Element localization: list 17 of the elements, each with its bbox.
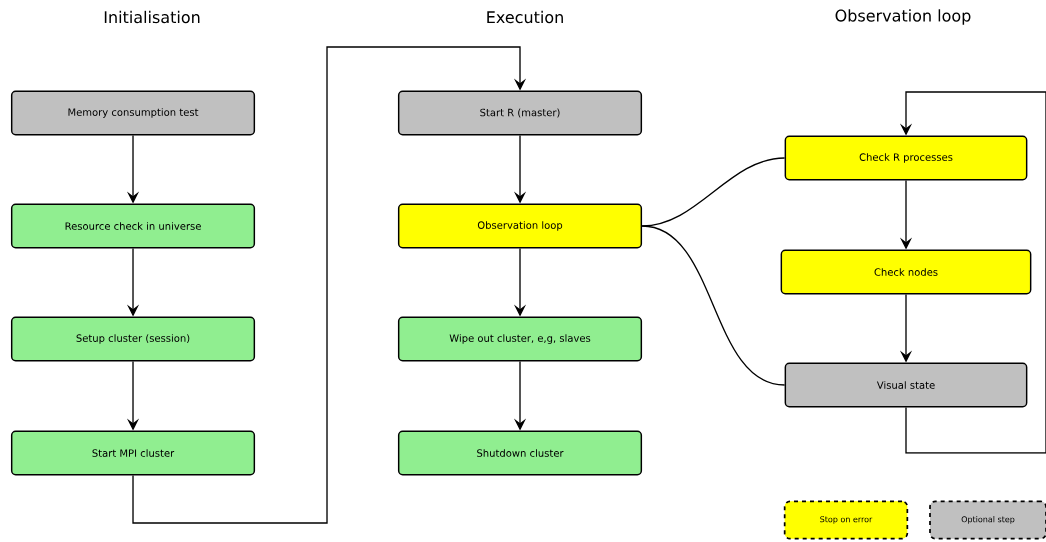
process-box: Check R processes (784, 135, 1028, 181)
column-heading: Execution (487, 10, 563, 24)
process-box: Setup cluster (session) (10, 316, 256, 362)
process-box: Wipe out cluster, e,g, slaves (397, 316, 643, 362)
column-heading: Observation loop (835, 9, 971, 25)
legend-item: Stop on error (783, 500, 909, 540)
process-box: Start R (master) (397, 90, 643, 136)
process-box: Check nodes (780, 249, 1032, 295)
process-box: Observation loop (397, 203, 643, 249)
arrow (132, 46, 527, 524)
process-box: Start MPI cluster (10, 430, 256, 476)
process-box: Memory consumption test (10, 90, 256, 136)
column-heading: Initialisation (104, 10, 200, 24)
process-box: Visual state (784, 362, 1028, 408)
process-box: Shutdown cluster (397, 430, 643, 476)
legend-item: Optional step (929, 500, 1046, 540)
process-box: Resource check in universe (10, 203, 256, 249)
